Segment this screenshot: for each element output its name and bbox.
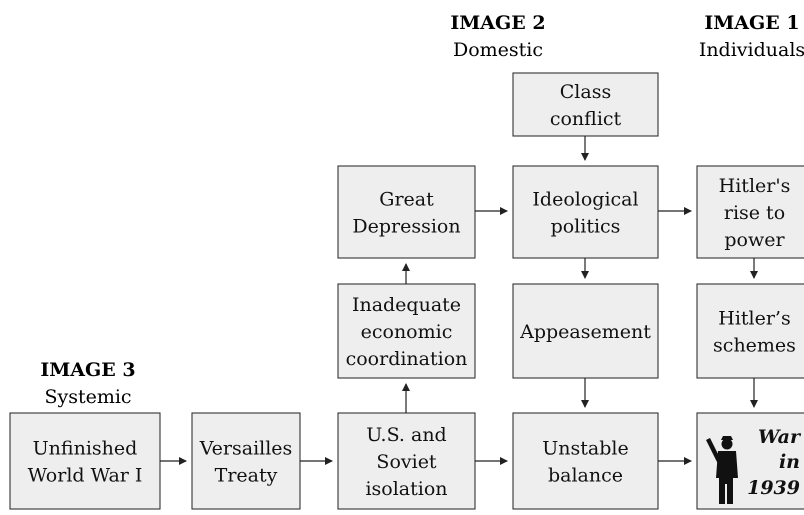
heading-image-1-title: IMAGE 1 (704, 12, 799, 34)
war-label-line-2: in (779, 451, 800, 473)
node-label-line: Ideological (532, 189, 638, 211)
node-label-line: Unfinished (33, 438, 138, 460)
node-hitlers-rise-to-power: Hitler's rise to power (696, 165, 804, 259)
node-label-line: power (724, 229, 785, 251)
node-label-line: politics (551, 216, 621, 238)
heading-image-3: IMAGE 3 Systemic (40, 359, 135, 408)
node-label-line: rise to (724, 202, 785, 224)
node-label-line: isolation (365, 478, 447, 500)
heading-image-3-title: IMAGE 3 (40, 359, 135, 381)
node-label-line: Soviet (376, 451, 437, 473)
node-label-line: Depression (352, 216, 460, 238)
node-label-line: Hitler’s (718, 308, 790, 330)
heading-image-1-subtitle: Individuals (699, 39, 804, 61)
node-hitlers-schemes: Hitler’s schemes (696, 283, 804, 379)
heading-image-2-title: IMAGE 2 (450, 12, 545, 34)
node-label-line: Inadequate (352, 294, 461, 316)
node-inadequate-economic-coordination: Inadequate economic coordination (337, 283, 476, 379)
node-label-line: coordination (346, 348, 468, 370)
node-war-in-1939: War in 1939 (696, 412, 804, 510)
node-label-line: balance (548, 465, 623, 487)
node-unstable-balance: Unstable balance (512, 412, 659, 510)
arrows (160, 136, 758, 465)
node-class-conflict: Class conflict (512, 72, 659, 137)
node-label-line: Unstable (542, 438, 628, 460)
war-label-line-1: War (758, 426, 802, 448)
node-appeasement: Appeasement (512, 283, 659, 379)
heading-image-1: IMAGE 1 Individuals (699, 12, 804, 61)
node-label-line: Versailles (199, 438, 293, 460)
node-label-line: Appeasement (519, 321, 651, 343)
node-ideological-politics: Ideological politics (512, 165, 659, 259)
node-label-line: U.S. and (366, 424, 446, 446)
node-label-line: Hitler's (719, 175, 791, 197)
node-label-line: World War I (28, 465, 143, 487)
node-label-line: schemes (713, 335, 796, 357)
node-label-line: Great (379, 189, 434, 211)
heading-image-3-subtitle: Systemic (44, 386, 131, 408)
war-label-line-3: 1939 (747, 477, 800, 499)
heading-image-2: IMAGE 2 Domestic (450, 12, 545, 61)
node-label-line: economic (361, 321, 453, 343)
heading-image-2-subtitle: Domestic (453, 39, 543, 61)
node-label-line: conflict (550, 108, 622, 130)
node-label-line: Class (560, 81, 611, 103)
node-label-line: Treaty (215, 465, 278, 487)
soldier-silhouette-icon (706, 436, 738, 504)
